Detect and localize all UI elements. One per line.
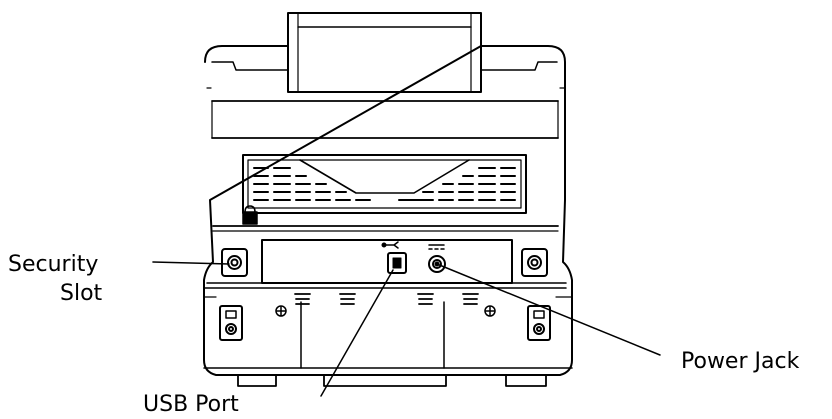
latch-left xyxy=(219,305,243,341)
security-slot-label: Security xyxy=(8,252,99,277)
port-panel xyxy=(203,225,573,298)
security-slot-left xyxy=(221,248,248,277)
callout-lines xyxy=(152,261,661,397)
bottom-latches xyxy=(294,293,479,305)
latch-right xyxy=(527,305,551,341)
power-jack-leader xyxy=(436,263,661,356)
power-jack-label: Power Jack xyxy=(681,349,800,374)
security-slot-label-line2: Slot xyxy=(60,281,103,306)
lock-icon xyxy=(242,205,258,225)
security-slot-leader xyxy=(152,261,230,265)
lower-panels xyxy=(203,301,573,369)
power-jack xyxy=(428,244,446,273)
usb-port-leader xyxy=(320,269,394,397)
usb-port xyxy=(381,241,407,274)
usb-port-label: USB Port xyxy=(143,392,239,417)
scanner-body xyxy=(203,45,573,376)
feet xyxy=(237,374,547,387)
screws xyxy=(275,305,496,317)
paper-tray xyxy=(287,12,482,93)
security-slot-right xyxy=(521,248,548,277)
vent-panel xyxy=(242,154,527,214)
